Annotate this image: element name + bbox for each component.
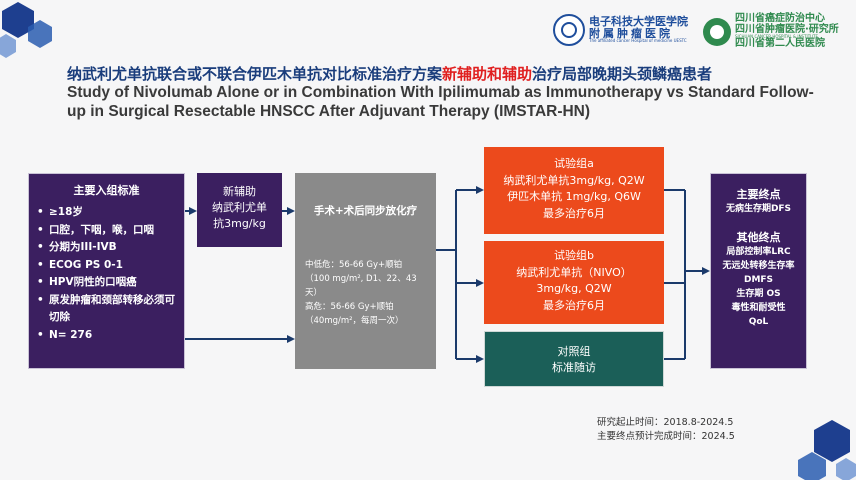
hexagon-decoration-icon xyxy=(0,2,52,58)
logo-center-name: 四川省癌症防治中心 xyxy=(735,13,825,24)
arm-b-drug: 纳武利尤单抗（NIVO） xyxy=(516,265,632,279)
logo-second-hospital-name: 四川省第二人民医院 xyxy=(735,38,825,50)
arm-b-dose: 3mg/kg, Q2W xyxy=(536,282,612,295)
logo-english-name: The affiliated cancer Hospital of medici… xyxy=(589,38,687,44)
criteria-header: 主要入组标准 xyxy=(73,184,140,197)
uestc-hospital-logo: 电子科技大学医学院 附属肿瘤医院 The affiliated cancer H… xyxy=(553,14,688,46)
control-followup: 标准随访 xyxy=(552,361,596,374)
criteria-item: ECOG PS 0-1 xyxy=(37,257,176,275)
arm-a-duration: 最多治疗6月 xyxy=(543,206,605,220)
neoadjuvant-line3: 抗3mg/kg xyxy=(213,217,266,230)
criteria-item: 原发肿瘤和颈部转移必须可切除 xyxy=(37,292,176,327)
arm-b-duration: 最多治疗6月 xyxy=(543,298,605,312)
surgery-header: 手术+术后同步放化疗 xyxy=(313,205,418,217)
hospital-emblem-icon xyxy=(703,17,731,46)
logo-institute-english: SICHUAN CANCER HOSPITAL & INSTITUTE xyxy=(735,34,819,39)
study-period-note: 研究起止时间：2018.8-2024.5 主要终点预计完成时间：2024.5 xyxy=(597,416,735,444)
control-arm-box: 对照组 标准随访 xyxy=(484,331,664,387)
primary-endpoint-header: 主要终点 xyxy=(736,188,781,201)
neoadjuvant-box: 新辅助 纳武利尤单 抗3mg/kg xyxy=(197,173,282,247)
arm-a-nivolumab: 纳武利尤单抗3mg/kg, Q2W xyxy=(503,173,645,187)
control-title: 对照组 xyxy=(557,345,591,358)
hexagon-decoration-bottom-icon xyxy=(798,420,856,480)
criteria-item: HPV阴性的口咽癌 xyxy=(37,274,176,292)
title-cn-highlight: 新辅助和辅助 xyxy=(442,65,533,83)
arm-a-ipilimumab: 伊匹木单抗 1mg/kg, Q6W xyxy=(507,190,641,203)
arm-a-box: 试验组a 纳武利尤单抗3mg/kg, Q2W 伊匹木单抗 1mg/kg, Q6W… xyxy=(484,147,664,234)
logo-institute-name: 四川省肿瘤医院·研究所 xyxy=(735,23,839,35)
criteria-item: N= 276 xyxy=(37,327,176,345)
arm-b-title: 试验组b xyxy=(554,249,594,262)
endpoint-item: 无远处转移生存率 xyxy=(722,261,795,271)
arm-b-box: 试验组b 纳武利尤单抗（NIVO） 3mg/kg, Q2W 最多治疗6月 xyxy=(484,241,664,324)
university-seal-icon xyxy=(553,14,585,46)
criteria-item: 分期为III-IVB xyxy=(37,239,176,257)
endpoint-item: 局部控制率LRC xyxy=(726,247,791,257)
criteria-list: ≥18岁 口腔，下咽，喉，口咽 分期为III-IVB ECOG PS 0-1 H… xyxy=(37,204,176,344)
endpoint-item: DMFS xyxy=(743,275,774,285)
criteria-item: 口腔，下咽，喉，口咽 xyxy=(37,222,176,240)
title-cn-before: 纳武利尤单抗联合或不联合伊匹木单抗对比标准治疗方案 xyxy=(67,65,443,83)
endpoint-item: 毒性和耐受性 xyxy=(731,303,786,313)
inclusion-criteria-box: 主要入组标准 ≥18岁 口腔，下咽，喉，口咽 分期为III-IVB ECOG P… xyxy=(28,173,185,369)
study-period: 研究起止时间：2018.8-2024.5 xyxy=(597,417,734,428)
endpoint-item: QoL xyxy=(748,317,769,327)
primary-completion: 主要终点预计完成时间：2024.5 xyxy=(597,431,735,442)
sichuan-cancer-hospital-logo: 四川省癌症防治中心 四川省肿瘤医院·研究所 SICHUAN CANCER HOS… xyxy=(703,13,839,50)
title-chinese: 纳武利尤单抗联合或不联合伊匹木单抗对比标准治疗方案新辅助和辅助治疗局部晚期头颈鳞… xyxy=(67,63,712,84)
arm-a-title: 试验组a xyxy=(554,157,594,170)
title-cn-after: 治疗局部晚期头颈鳞癌患者 xyxy=(532,65,713,83)
primary-endpoint: 无病生存期DFS xyxy=(725,204,792,214)
logo-university-name: 电子科技大学医学院 xyxy=(589,15,688,29)
surgery-crt-box: 手术+术后同步放化疗 中低危：56-66 Gy+顺铂（100 mg/m², D1… xyxy=(295,173,436,369)
criteria-item: ≥18岁 xyxy=(37,204,176,222)
neoadjuvant-line1: 新辅助 xyxy=(223,185,256,198)
title-english: Study of Nivolumab Alone or in Combinati… xyxy=(67,84,814,120)
endpoint-item: 生存期 OS xyxy=(736,289,781,299)
neoadjuvant-line2: 纳武利尤单 xyxy=(212,201,267,214)
other-endpoints-header: 其他终点 xyxy=(736,231,781,244)
logo-hospital-name: 附属肿瘤医院 xyxy=(589,26,673,40)
surgery-low-risk: 中低危：56-66 Gy+顺铂（100 mg/m², D1、22、43天） xyxy=(305,260,417,298)
surgery-high-risk: 高危：56-66 Gy+顺铂（40mg/m²，每周一次） xyxy=(305,302,404,326)
endpoints-box: 主要终点 无病生存期DFS 其他终点 局部控制率LRC 无远处转移生存率 DMF… xyxy=(710,173,807,369)
